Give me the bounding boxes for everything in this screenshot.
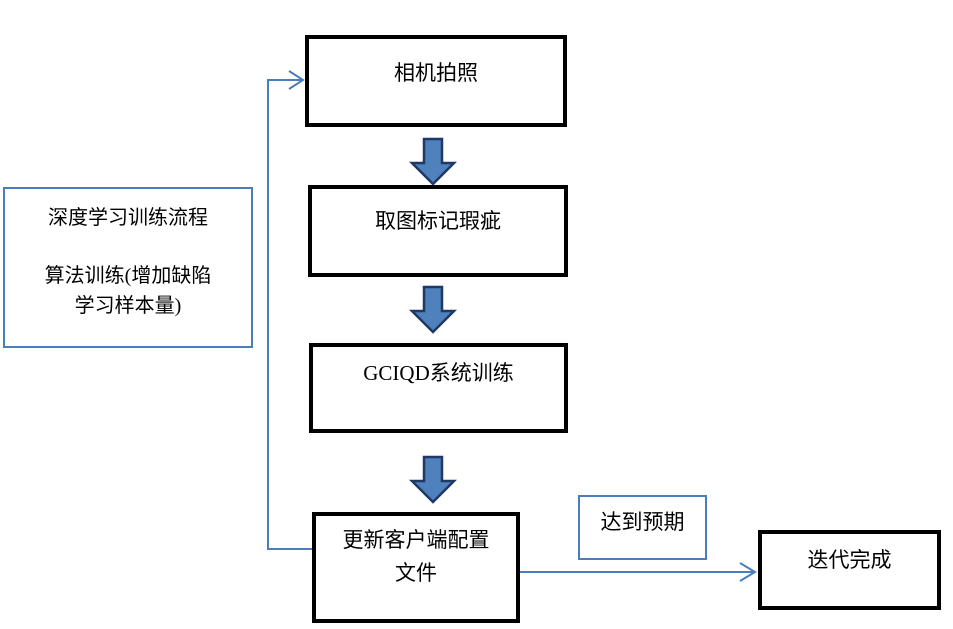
end-label: 迭代完成	[807, 548, 892, 572]
block-arrow-down-icon	[408, 137, 458, 186]
side-note-line: 学习样本量)	[74, 295, 182, 317]
side-note-box: 深度学习训练流程 算法训练(增加缺陷 学习样本量)	[3, 187, 253, 348]
branch-arrowhead-icon	[739, 562, 757, 582]
step-mark-defects-box: 取图标记瑕疵	[308, 185, 568, 277]
block-arrow-down-icon	[408, 285, 458, 334]
side-note-line: 深度学习训练流程	[48, 207, 208, 229]
step-camera-box: 相机拍照	[305, 35, 567, 127]
step-label-line1: 更新客户端配置	[342, 528, 490, 552]
condition-label-box: 达到预期	[578, 495, 707, 560]
end-box: 迭代完成	[758, 530, 941, 610]
step-label: 相机拍照	[394, 61, 478, 85]
step-update-config-box: 更新客户端配置 文件	[312, 512, 520, 623]
step-label-line2: 文件	[395, 561, 437, 585]
step-label: 取图标记瑕疵	[375, 209, 501, 233]
side-note-line: 算法训练(增加缺陷	[44, 265, 212, 287]
feedback-loop-arrowhead-icon	[288, 70, 305, 90]
step-system-training-box: GCIQD系统训练	[309, 343, 568, 433]
feedback-loop-line	[267, 79, 312, 550]
block-arrow-down-icon	[408, 455, 458, 504]
step-label: GCIQD系统训练	[363, 361, 514, 385]
condition-label: 达到预期	[600, 510, 685, 534]
